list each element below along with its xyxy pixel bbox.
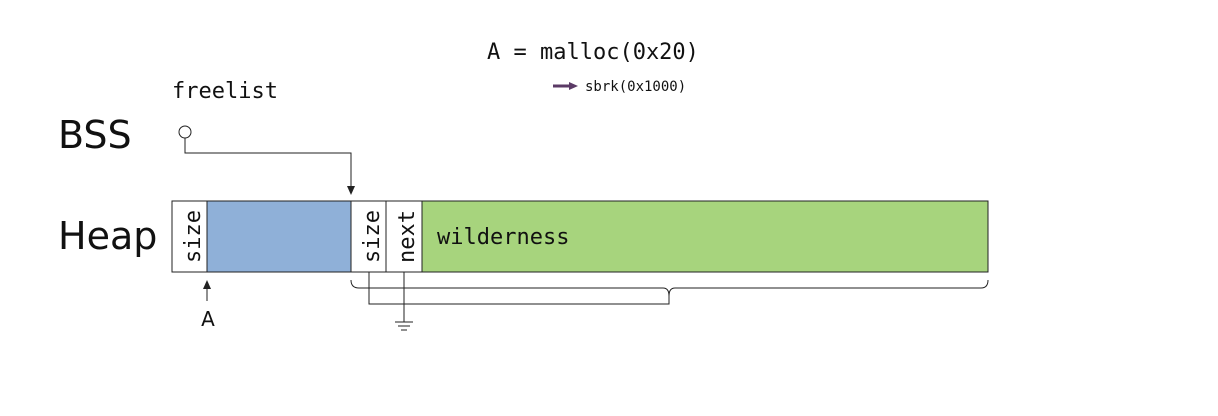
freelist-pointer-line: [184, 138, 352, 187]
freelist-arrow-head: [347, 186, 355, 195]
heap-row: size size next wilderness: [171, 200, 989, 273]
size-field-link-line: [368, 272, 670, 305]
malloc-statement: A = malloc(0x20): [487, 40, 699, 65]
free-chunk-brace: [350, 279, 989, 297]
size-cell-2-label: size: [360, 210, 385, 263]
sbrk-annotation: sbrk(0x1000): [553, 79, 686, 95]
heap-label: Heap: [58, 214, 157, 258]
a-pointer-label: A: [201, 307, 215, 331]
wilderness-block: [421, 200, 989, 273]
sbrk-arrow-head: [569, 82, 578, 90]
null-ground-icon: [395, 321, 413, 331]
wilderness-label: wilderness: [437, 225, 569, 250]
size-cell-2: [350, 200, 387, 273]
a-pointer-arrow-head: [203, 280, 211, 289]
bss-label: BSS: [58, 113, 132, 157]
allocated-block: [206, 200, 352, 273]
size-cell-1-label: size: [181, 210, 206, 263]
next-cell-label: next: [395, 210, 420, 263]
freelist-label: freelist: [172, 79, 278, 104]
freelist-pointer-origin: [178, 125, 192, 139]
sbrk-call: sbrk(0x1000): [585, 79, 686, 95]
